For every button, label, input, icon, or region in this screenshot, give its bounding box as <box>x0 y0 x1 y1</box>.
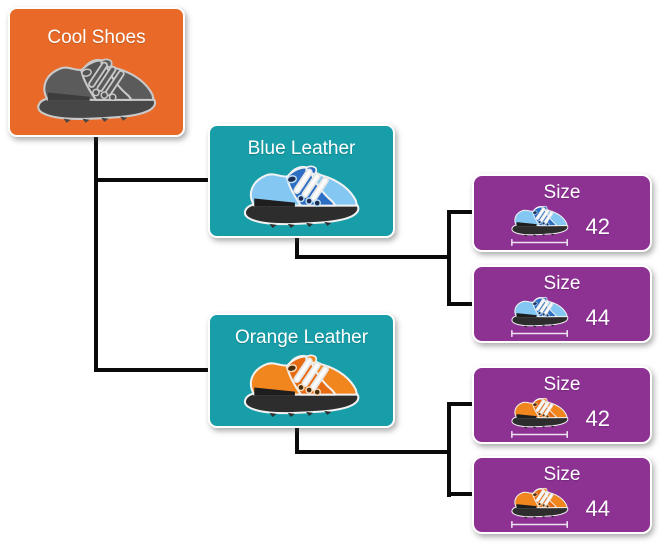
connector-orange-rail <box>447 402 451 497</box>
connector-root-trunk <box>94 137 98 372</box>
sneaker-measure-icon-blue <box>510 206 568 246</box>
size-value: 44 <box>585 304 610 330</box>
connector-root-to-blue <box>94 178 208 182</box>
node-title: Size <box>543 464 581 485</box>
size-value: 44 <box>585 495 610 521</box>
connector-blue-drop <box>295 238 299 259</box>
sneaker-measure-icon-blue <box>510 297 568 337</box>
node-title: Size <box>543 273 581 294</box>
node-orange-leather[interactable]: Orange Leather <box>208 313 395 428</box>
sneaker-icon-blue <box>241 164 363 231</box>
node-title: Orange Leather <box>234 327 369 348</box>
node-title: Blue Leather <box>247 138 356 159</box>
node-size-orange-44[interactable]: Size 44 <box>472 456 652 534</box>
connector-orange-size42-stub <box>447 402 472 406</box>
node-title: Size <box>543 374 581 395</box>
node-title: Size <box>543 182 581 203</box>
connector-root-to-orange <box>94 368 208 372</box>
node-size-blue-44[interactable]: Size 44 <box>472 265 652 343</box>
connector-blue-rail <box>447 210 451 306</box>
node-size-orange-42[interactable]: Size 42 <box>472 366 652 444</box>
size-value: 42 <box>585 213 610 239</box>
connector-blue-size44-stub <box>447 302 472 306</box>
sneaker-measure-icon-orange <box>510 398 568 438</box>
sneaker-icon-orange <box>241 353 363 420</box>
connector-orange-size44-stub <box>447 492 472 496</box>
connector-blue-size42-stub <box>447 210 472 214</box>
node-blue-leather[interactable]: Blue Leather <box>208 124 395 238</box>
sneaker-measure-icon-orange <box>510 488 568 528</box>
sneaker-icon-gray <box>34 57 160 126</box>
connector-orange-horizontal <box>295 450 451 454</box>
connector-blue-horizontal <box>295 255 451 259</box>
node-cool-shoes[interactable]: Cool Shoes <box>8 7 185 137</box>
connector-orange-drop <box>295 428 299 454</box>
size-value: 42 <box>585 405 610 431</box>
node-title: Cool Shoes <box>47 27 146 48</box>
node-size-blue-42[interactable]: Size 42 <box>472 174 652 252</box>
